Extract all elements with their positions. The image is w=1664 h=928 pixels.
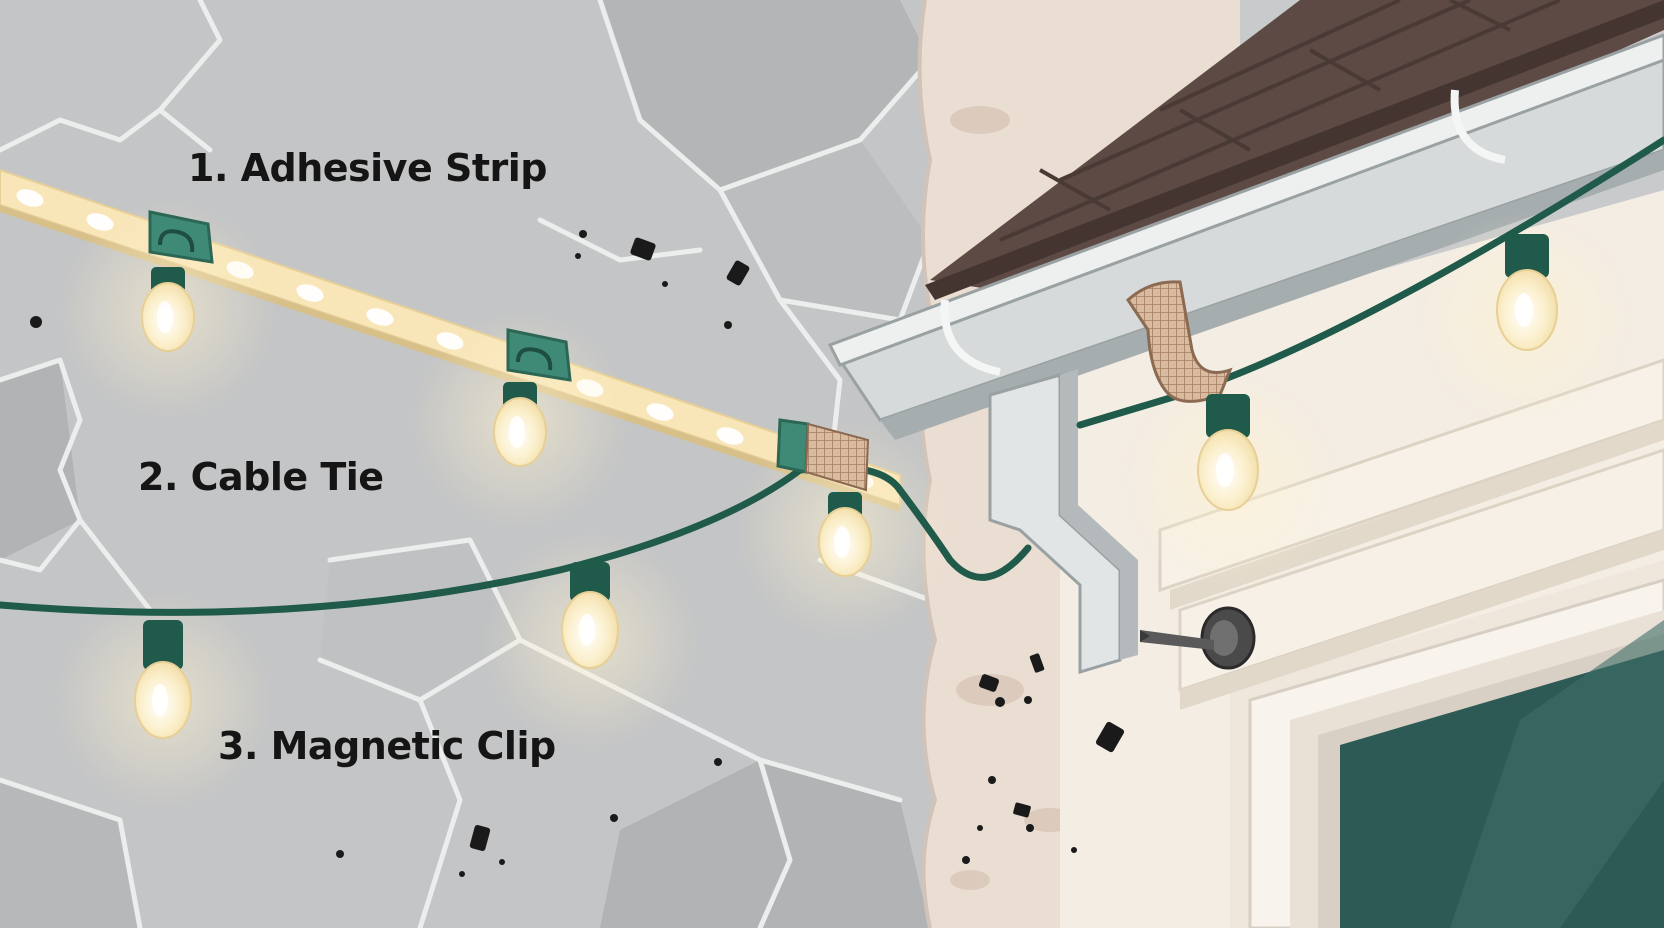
nail-icon	[1140, 606, 1256, 670]
cable-tie-icon	[776, 418, 870, 492]
label-adhesive-strip: 1. Adhesive Strip	[188, 146, 547, 190]
label-cable-tie: 2. Cable Tie	[138, 455, 384, 499]
adhesive-clip-icon	[148, 210, 572, 382]
debris-particles	[30, 230, 1125, 877]
label-magnetic-clip: 3. Magnetic Clip	[218, 724, 556, 768]
bulb-icon	[134, 234, 1558, 739]
